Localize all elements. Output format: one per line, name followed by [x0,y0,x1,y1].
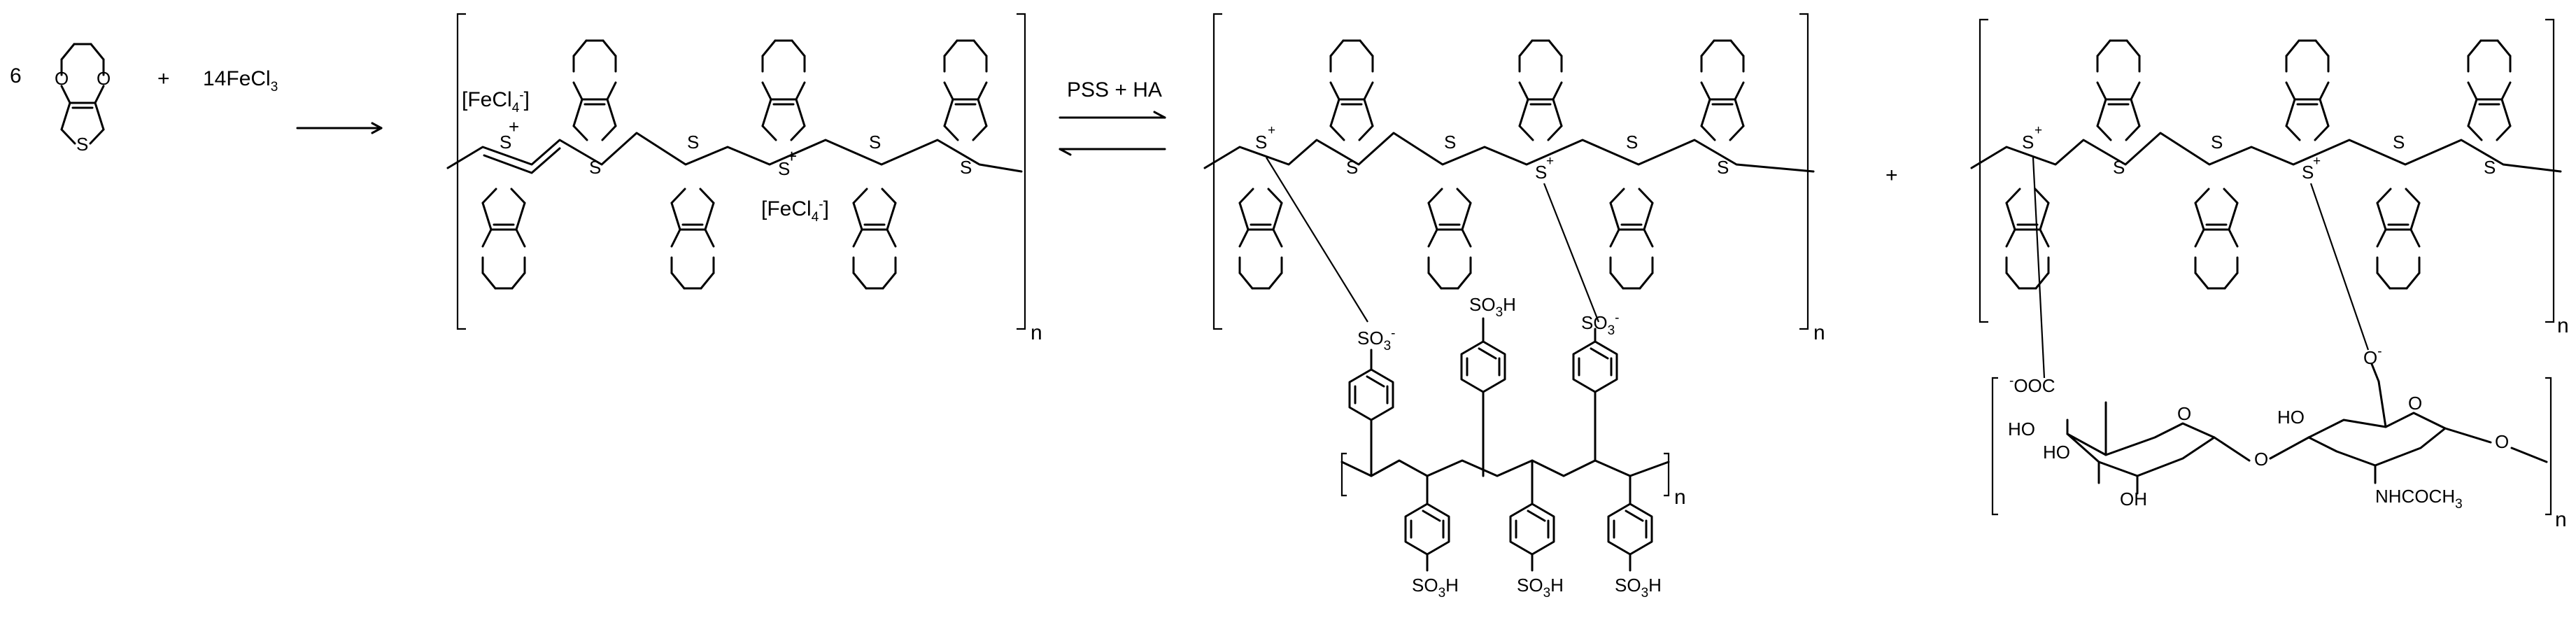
ha-s-1: S [2022,132,2034,153]
sulfonic-acid-down-3: SO3H [1615,575,1662,601]
edot-coefficient: 6 [10,64,22,87]
ha-s-6: S [2484,157,2496,178]
hydroxyl-oh-1: OH [2120,489,2147,510]
edot-monomer: S O O [55,43,111,155]
forward-arrow [296,122,383,134]
outer-left-bracket [1212,13,1222,330]
sulfonic-acid-up: SO3H [1469,294,1516,320]
cation-1: + [509,116,519,137]
repeat-n-4: n [2557,314,2569,337]
backbone-heteroatoms: S + S S S + S S [500,116,972,179]
ha-cation-1: + [2034,123,2042,138]
s-2: S [589,157,601,178]
pss-s-4: S [1535,162,1547,183]
repeat-n-1: n [1031,321,1042,344]
ring-oxygen-1: O [2177,403,2191,424]
acetamido: NHCOCH3 [2375,486,2463,512]
pss-s-6: S [1717,157,1729,178]
ha-cation-2: + [2313,154,2321,169]
monomer-sulfur: S [76,134,88,155]
pedot-pss-complex: S + S S S + S S n n SO3- SO3H SO3- SO [1203,13,1825,601]
counterion-fecl4-2: [FeCl4-] [761,197,829,225]
cation-2: + [786,146,797,167]
ha-s-2: S [2113,157,2125,178]
pss-s-2: S [1346,157,1358,178]
sulfonate-1: SO3- [1357,326,1395,353]
pss-left-bracket [1340,452,1347,497]
s-1: S [500,132,511,153]
ha-s-5: S [2393,132,2405,153]
left-bracket [456,13,466,330]
repeat-n-2: n [1813,321,1825,344]
sulfonate-2: SO3- [1581,311,1619,338]
repeat-n-3: n [1674,486,1686,509]
ring-oxygen-2: O [2408,393,2422,414]
hydroxyl-ho-1: HO [2008,419,2035,440]
glycosidic-oxygen: O [2254,449,2268,470]
s-6: S [960,157,972,178]
ha-outer-left-bracket [1979,18,1988,323]
pss-right-bracket [1664,452,1670,497]
product-plus: + [1885,164,1898,187]
ha-s-3: S [2211,132,2223,153]
oxy-anion: O- [2363,344,2382,368]
s-3: S [687,132,699,153]
sulfonic-acid-down-2: SO3H [1517,575,1564,601]
hydroxyl-ho-2: HO [2043,442,2070,463]
equilibrium-arrows: PSS + HA [1059,78,1166,156]
pss-s-5: S [1626,132,1638,153]
terminal-oxygen: O [2495,431,2509,452]
ha-right-bracket [2545,377,2552,516]
equilibrium-condition: PSS + HA [1067,78,1162,101]
pedot-fecl4-product: S + S S S + S S [FeCl4-] [FeCl4-] n [446,13,1042,344]
pedot-ha-complex: S + S S S + S S n n -OOC O HO HO OH O O- [1970,18,2569,531]
counterion-fecl4-1: [FeCl4-] [462,88,530,115]
pss-s-3: S [1444,132,1456,153]
repeat-n-5: n [2555,508,2567,531]
pss-s-1: S [1255,132,1267,153]
right-bracket [1017,13,1026,330]
monomer-oxygen-right: O [97,68,111,89]
s-4: S [778,158,790,179]
reactants-group: 6 S O O + 14FeCl3 [10,43,383,155]
ha-left-bracket [1991,377,1998,516]
oxidant-label: 14FeCl3 [203,67,278,94]
hydroxyl-ho-3: HO [2277,407,2305,428]
monomer-oxygen-left: O [55,68,69,89]
ha-s-4: S [2302,162,2314,183]
pss-cation-1: + [1268,123,1275,138]
pss-cation-2: + [1546,154,1554,169]
reactant-plus: + [157,67,170,90]
sulfonic-acid-down-1: SO3H [1412,575,1459,601]
s-5: S [869,132,881,153]
carboxylate: -OOC [2009,374,2055,396]
